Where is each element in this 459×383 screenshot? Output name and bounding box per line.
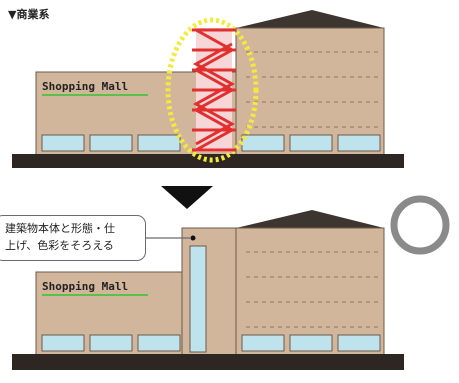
- before-highlight-ring: [165, 17, 259, 163]
- callout-line-1: 建築物本体と形態・仕: [5, 222, 115, 235]
- section-heading: ▼商業系: [8, 8, 50, 21]
- callout-box: 建築物本体と形態・仕 上げ、色彩をそろえる: [0, 215, 146, 261]
- after-ground: [12, 354, 404, 370]
- callout-line-2: 上げ、色彩をそろえる: [5, 239, 114, 252]
- before-windows: [41, 134, 381, 152]
- after-scene: [12, 210, 404, 370]
- after-sign-text: Shopping Mall: [42, 280, 128, 293]
- after-windows: [41, 334, 381, 352]
- before-ground: [12, 154, 404, 168]
- after-tall-building: [235, 210, 385, 357]
- before-sign-text: Shopping Mall: [42, 80, 128, 93]
- circle-ok-icon: [390, 195, 450, 255]
- after-roof: [236, 210, 384, 228]
- before-scene: [12, 10, 404, 168]
- down-arrow-icon: [161, 186, 213, 209]
- before-exterior-stair: [192, 28, 236, 152]
- before-roof: [236, 10, 384, 28]
- after-stair-enclosure: [181, 227, 237, 357]
